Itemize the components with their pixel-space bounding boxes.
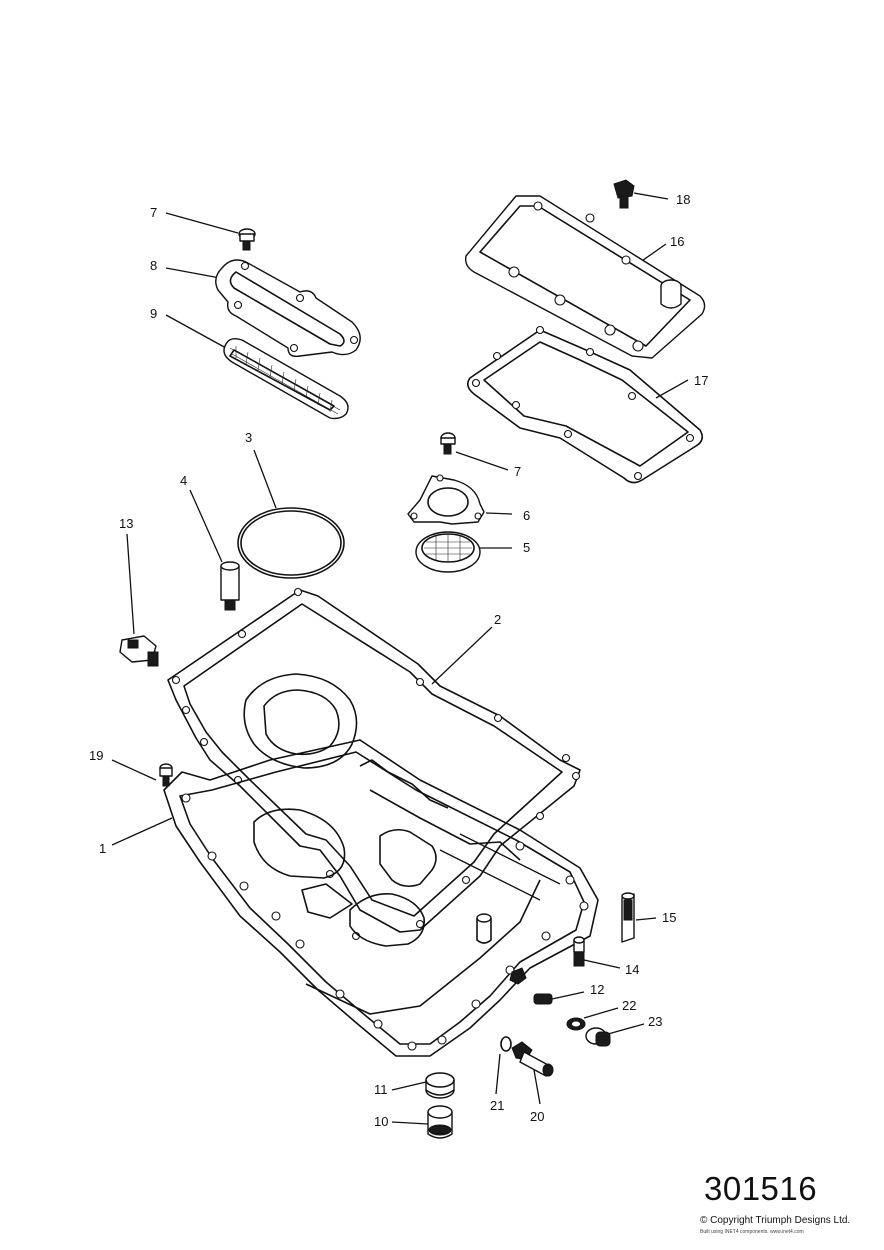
callout-19: 19 [89, 748, 103, 763]
part-5-filter-screen [415, 531, 512, 573]
reference-number: 301516 [704, 1170, 818, 1207]
part-4-spacer [189, 489, 240, 611]
callout-23: 23 [648, 1014, 662, 1029]
build-note: Built using INET4 components. www.inet4.… [700, 1229, 804, 1235]
callout-8: 8 [150, 258, 157, 273]
callout-7: 7 [150, 205, 157, 220]
part-8-cover-plate [165, 259, 361, 358]
part-15-long-bolt [621, 892, 657, 943]
part-7-bolt-top [165, 212, 256, 251]
callout-1: 1 [99, 841, 106, 856]
part-23-plug [585, 1023, 645, 1047]
part-13-pressure-switch [119, 533, 159, 667]
part-6-retainer-plate [407, 474, 513, 525]
part-22-washer [566, 1007, 619, 1031]
part-9-strainer [165, 314, 349, 420]
part-2-sump-gasket [167, 587, 581, 941]
callout-18: 18 [676, 192, 690, 207]
callout-12: 12 [590, 982, 604, 997]
part-18-bolt [613, 179, 669, 209]
callout-7-b: 7 [514, 464, 521, 479]
callout-16: 16 [670, 234, 684, 249]
part-10-drain-plug [391, 1105, 453, 1139]
callout-17: 17 [694, 373, 708, 388]
callout-2: 2 [494, 612, 501, 627]
part-3-o-ring [237, 449, 345, 579]
callout-21: 21 [490, 1098, 504, 1113]
part-11-sealing-ring [391, 1072, 455, 1099]
part-19-bolt [111, 759, 173, 787]
callout-3: 3 [245, 430, 252, 445]
callout-15: 15 [662, 910, 676, 925]
part-1-sump [111, 673, 599, 1057]
part-16-cover [464, 195, 706, 359]
part-14-bolt [573, 936, 621, 969]
part-20-valve [511, 1041, 554, 1105]
callout-4: 4 [180, 473, 187, 488]
callout-11: 11 [374, 1082, 388, 1097]
callout-6: 6 [523, 508, 530, 523]
part-12-spring [533, 991, 585, 1005]
part-17-gasket [466, 325, 704, 484]
part-7-bolt-middle [440, 432, 509, 471]
callout-5: 5 [523, 540, 530, 555]
callout-14: 14 [625, 962, 639, 977]
callout-9: 9 [150, 306, 157, 321]
copyright-notice: © Copyright Triumph Designs Ltd. [700, 1215, 851, 1226]
callout-20: 20 [530, 1109, 544, 1124]
callout-13: 13 [119, 516, 133, 531]
part-21-o-ring [495, 1036, 512, 1095]
callout-22: 22 [622, 998, 636, 1013]
callout-10: 10 [374, 1114, 388, 1129]
